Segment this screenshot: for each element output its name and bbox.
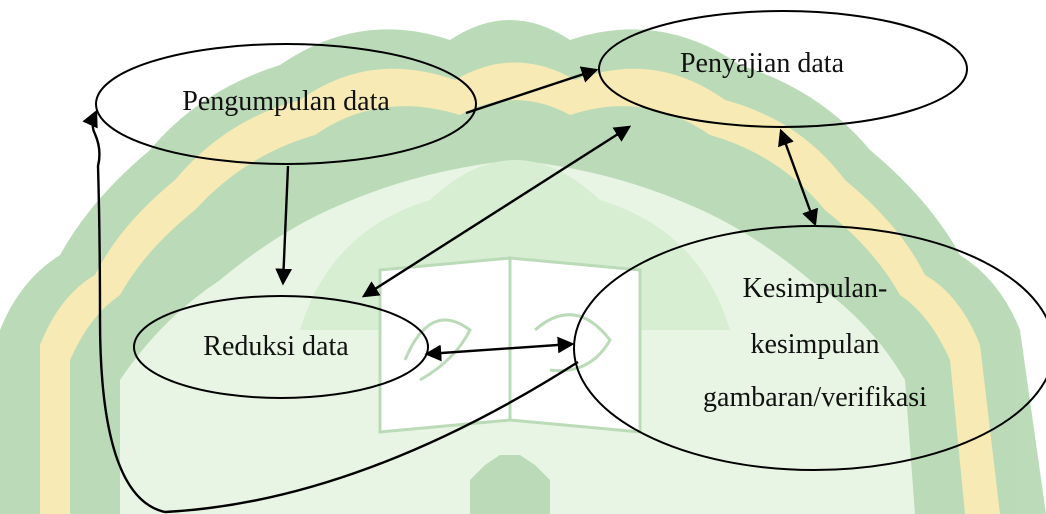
watermark-tower [470,455,550,514]
node-kesimpulan-shape [573,225,1046,471]
node-kesimpulan-line-2: kesimpulan [750,329,879,360]
node-pengumpulan-label: Pengumpulan data [182,86,390,117]
node-pengumpulan: Pengumpulan data [95,43,477,165]
node-kesimpulan: Kesimpulan- kesimpulan gambaran/verifika… [573,225,1046,471]
node-penyajian-label: Penyajian data [680,48,845,79]
watermark-inner-band [70,100,965,514]
node-reduksi-shape [133,295,429,399]
node-penyajian-shape [598,10,968,128]
watermark-book-script-right [534,313,612,373]
edge-reduksi-kesimpulan [424,336,575,362]
node-reduksi-label: Reduksi data [203,331,349,362]
edge-reduksi-penyajian [361,125,632,298]
node-kesimpulan-line-3: gambaran/verifikasi [703,382,927,413]
edge-kesimpulan-to-pengumpulan-loop [82,109,579,514]
node-penyajian: Penyajian data [598,10,968,128]
node-kesimpulan-line-1: Kesimpulan- [743,273,888,304]
node-reduksi: Reduksi data [133,295,429,399]
edge-penyajian-kesimpulan [778,128,818,227]
edge-pengumpulan-to-penyajian [465,66,599,115]
watermark-book-script-left [403,318,472,382]
edges [82,66,818,514]
node-pengumpulan-shape [95,43,477,165]
edge-pengumpulan-to-reduksi [275,165,293,286]
